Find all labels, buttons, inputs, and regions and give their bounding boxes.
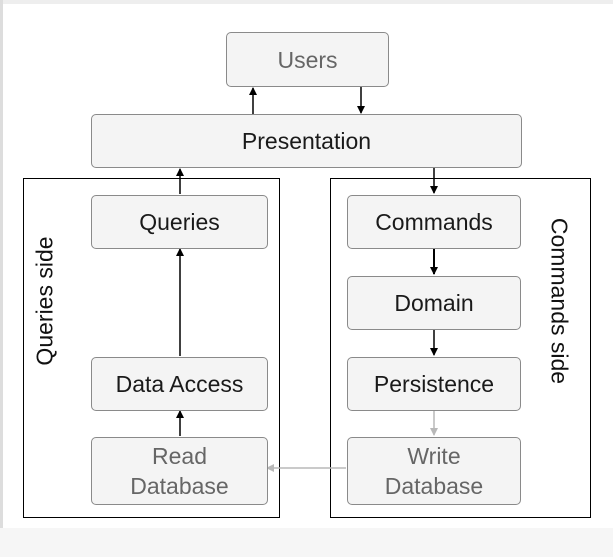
domain-node: Domain (347, 276, 521, 330)
data-access-node: Data Access (91, 357, 268, 411)
queries-node: Queries (91, 195, 268, 249)
presentation-node: Presentation (91, 114, 522, 168)
write-database-node: Write Database (347, 437, 521, 505)
persistence-node: Persistence (347, 357, 521, 411)
commands-node: Commands (347, 195, 521, 249)
commands-side-group (330, 178, 591, 518)
frame-top-edge (0, 0, 613, 4)
queries-side-group (23, 178, 280, 518)
frame-bottom-edge (0, 528, 613, 557)
read-database-node: Read Database (91, 437, 268, 505)
frame-left-edge (0, 0, 3, 557)
users-node: Users (226, 32, 389, 87)
